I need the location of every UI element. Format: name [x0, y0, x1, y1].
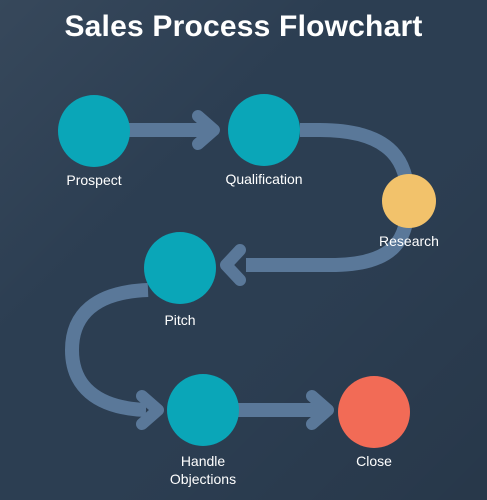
label-qualification: Qualification: [225, 171, 303, 187]
node-research: [382, 174, 436, 228]
arrowhead-to-pitch: [220, 244, 246, 286]
node-prospect: [58, 95, 130, 167]
label-research: Research: [379, 233, 439, 249]
arrowhead-to-qualification: [192, 110, 220, 150]
label-pitch: Pitch: [164, 312, 196, 328]
arrowhead-to-close: [306, 390, 334, 430]
label-close: Close: [356, 453, 392, 469]
node-pitch: [144, 232, 216, 304]
label-prospect: Prospect: [66, 172, 122, 188]
connector-pitch-objections: [65, 283, 149, 417]
node-close: [338, 376, 410, 448]
node-handle-objections: [167, 374, 239, 446]
arrowhead-to-objections: [136, 390, 164, 430]
node-qualification: [228, 94, 300, 166]
label-handle-objections: Handle Objections: [169, 453, 237, 487]
page-title: Sales Process Flowchart: [64, 10, 423, 43]
